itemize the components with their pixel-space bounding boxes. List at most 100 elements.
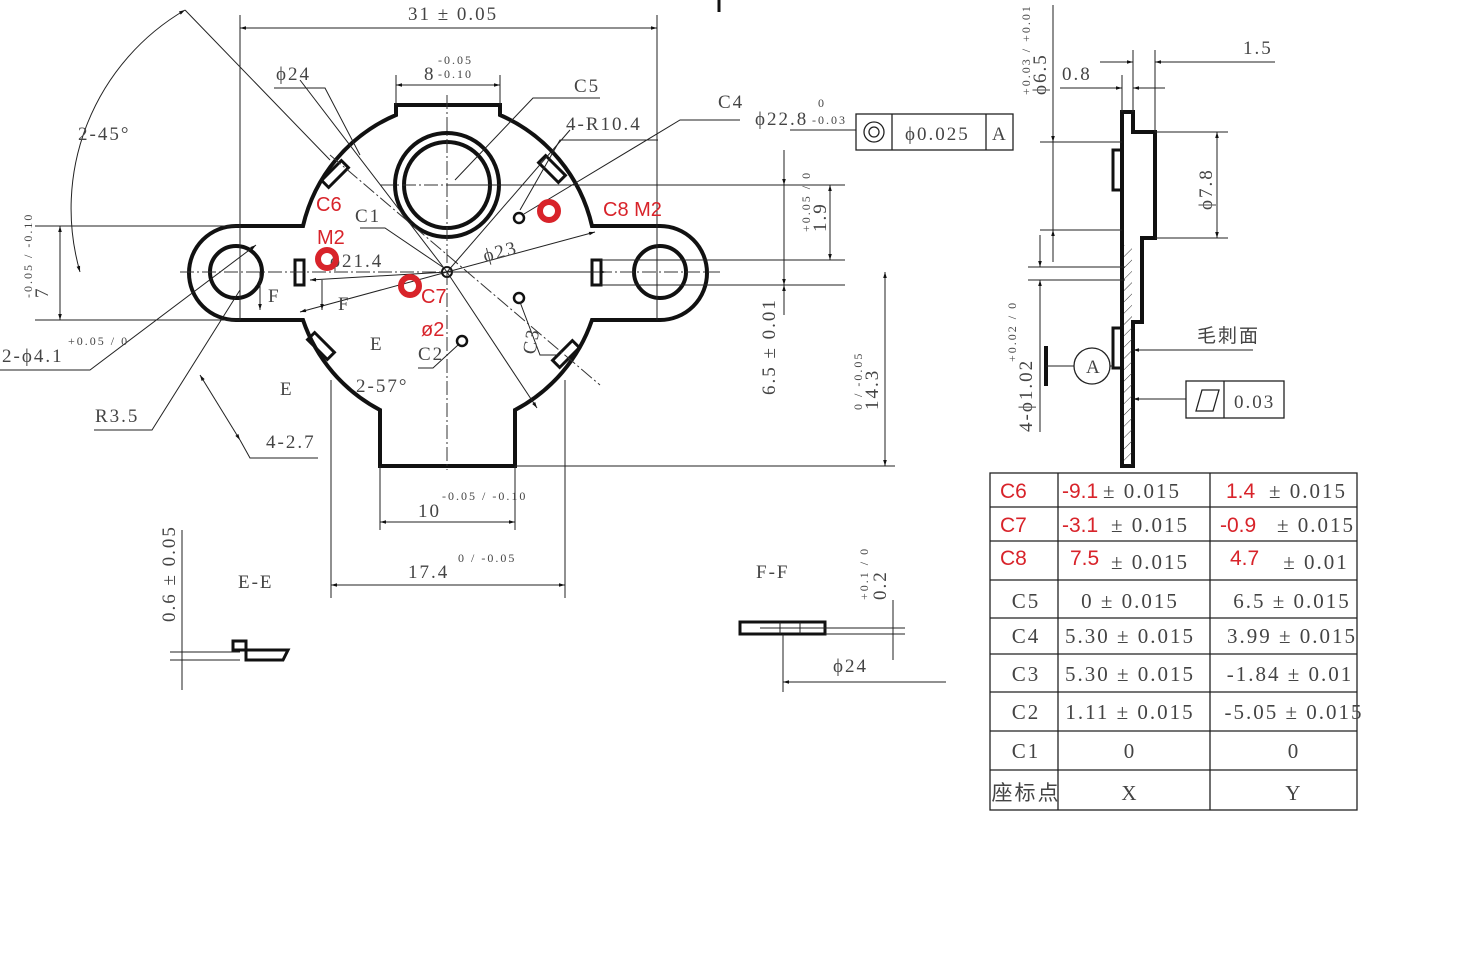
gdt-flatness-value: 0.03 [1234,392,1275,413]
table-row-c6: C6 -9.1 ± 0.015 1.4 ± 0.015 [1000,479,1347,503]
hole-c3 [512,291,526,305]
red-annotations: C6 M2 C8 M2 C7 ø2 [315,194,662,341]
label-c4: C4 [718,92,744,113]
cell-point: C7 [1000,514,1027,537]
gdt-concentricity-frame: ϕ0.025 A [855,113,1014,151]
cell-y-value: 4.7 [1230,547,1259,570]
gdt-concentricity-datum: A [992,124,1008,145]
section-e-e-profile [231,639,291,662]
cell-point: C2 [1012,700,1041,724]
gdt-concentricity-value: ϕ0.025 [905,124,970,145]
cell-point: C4 [1012,624,1041,648]
dim-holes-1-02: 4-ϕ1.02 [1016,359,1037,432]
header-point: 座标点 [992,781,1061,805]
section-e-e-title: E-E [238,572,274,593]
cell-y-value: -0.9 [1220,514,1256,537]
dim-phi22-8: ϕ22.8 [755,109,808,130]
dim-0-8: 0.8 [1062,64,1092,85]
dim-phi22-8-tol-lower: -0.03 [812,113,847,127]
label-section-f-2: F [338,294,351,315]
dim-phi24: ϕ24 [276,64,311,85]
cell-point: C5 [1012,589,1041,613]
cell-y: 3.99 ± 0.015 [1227,624,1357,648]
hole-c4 [512,211,526,225]
annotation-m2: M2 [317,227,345,249]
label-section-f-1: F [268,286,281,307]
dim-6-5: 6.5 ± 0.01 [759,298,780,395]
dim-r3-5: R3.5 [95,406,139,427]
cell-x: 5.30 ± 0.015 [1065,662,1195,686]
header-y: Y [1285,781,1302,805]
plate-outline [187,103,709,468]
cell-x: 1.11 ± 0.015 [1065,700,1194,724]
dim-10-tol: -0.05 / -0.10 [442,489,527,503]
cell-x-tol: ± 0.015 [1103,479,1181,503]
dim-17-4-tol: 0 / -0.05 [458,551,516,565]
annotation-c7: C7 [421,286,447,308]
dim-f-phi24: ϕ24 [833,656,868,677]
dim-phi22-8-tol-upper: 0 [818,96,826,110]
dim-1-9-tol: +0.05 / 0 [799,171,813,232]
dim-phi23: ϕ23 [481,237,520,266]
annotation-c6: C6 [316,194,342,216]
dim-phi21-4: ϕ21.4 [330,251,383,272]
table-header-row: 座标点 X Y [992,781,1302,805]
dim-slot-tol-upper: -0.05 [438,53,473,67]
dim-angle-57: 2-57° [356,376,408,397]
cell-y-value: 1.4 [1226,480,1256,503]
tab-ul [319,158,351,190]
section-f-f-title: F-F [756,562,789,583]
dim-14-3: 14.3 [862,369,883,410]
table-row-c7: C7 -3.1 ± 0.015 -0.9 ± 0.015 [1000,513,1353,537]
dim-phi6-5-tol: +0.03 / +0.01 [1019,4,1033,95]
cell-y: -1.84 ± 0.01 [1227,662,1354,686]
label-c3: C3 [519,326,544,355]
dim-holes-tol: +0.05 / 0 [68,334,129,348]
gdt-flatness-frame: 0.03 [1185,380,1285,419]
annotation-c8-m2: C8 M2 [603,199,662,221]
table-row-c2: C2 1.11 ± 0.015 -5.05 ± 0.015 [1012,700,1363,724]
dim-holes-1-02-tol: +0.02 / 0 [1005,301,1019,362]
datum-a: A [1086,357,1102,378]
concentricity-icon [863,121,885,143]
dim-slot-8: 8 [424,64,436,85]
table-row-c8: C8 7.5 ± 0.015 4.7 ± 0.01 [1000,547,1347,574]
marker-c7 [398,274,422,298]
dim-17-4: 17.4 [408,562,449,583]
cell-x: 0 [1124,739,1137,763]
dim-10: 10 [418,501,441,522]
dim-4-2-7: 4-2.7 [266,432,316,453]
dim-width-31: 31 ± 0.05 [408,4,498,25]
label-section-e-2: E [280,379,294,400]
cell-x: 0 ± 0.015 [1081,589,1179,613]
cell-x-value: -9.1 [1062,480,1098,503]
cell-x-value: 7.5 [1070,547,1099,570]
side-view: ϕ7.8 ϕ6.5 +0.03 / +0.01 0.8 1.5 4-ϕ1.02 … [1005,4,1285,468]
label-c1: C1 [355,206,381,227]
marker-c8 [537,199,561,223]
table-row-c1: C1 0 0 [1012,739,1299,763]
burr-side-label: 毛刺面 [1197,325,1260,347]
marker-c6 [315,247,339,271]
label-c5: C5 [574,76,600,97]
dim-holes-4-1: 2-ϕ4.1 [2,346,64,367]
cell-y: -5.05 ± 0.015 [1224,700,1363,724]
table-row-c3: C3 5.30 ± 0.015 -1.84 ± 0.01 [1012,662,1354,686]
cell-x: 5.30 ± 0.015 [1065,624,1195,648]
dim-0-2-tol: +0.1 / 0 [857,547,871,600]
label-section-e-1: E [370,334,384,355]
tab-lr [550,338,582,370]
cell-y: 6.5 ± 0.015 [1233,589,1351,613]
dim-angle-45: 2-45° [78,124,130,145]
cell-point: C1 [1012,739,1041,763]
cell-y-tol: ± 0.015 [1269,479,1347,503]
cell-x-value: -3.1 [1062,514,1098,537]
flatness-icon [1195,389,1220,412]
dim-1-5: 1.5 [1243,38,1273,59]
table-row-c5: C5 0 ± 0.015 6.5 ± 0.015 [1012,589,1351,613]
table-row-c4: C4 5.30 ± 0.015 3.99 ± 0.015 [1012,624,1357,648]
dim-ear-height: 7 [32,287,53,299]
dim-0-6: 0.6 ± 0.05 [159,525,180,622]
cell-x-tol: ± 0.015 [1111,513,1189,537]
